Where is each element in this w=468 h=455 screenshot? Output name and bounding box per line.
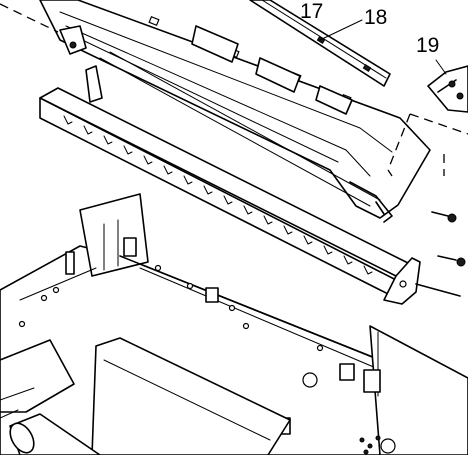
dashed-guide-left — [0, 3, 59, 33]
comb-tray — [39, 51, 461, 305]
callout-17: 17 — [300, 0, 323, 23]
leader-19 — [435, 59, 447, 75]
callout-18: 18 — [364, 6, 387, 29]
leader-18 — [319, 19, 363, 41]
base-chassis — [0, 193, 468, 455]
screws — [431, 211, 466, 267]
dashed-explode-box — [387, 113, 468, 177]
callout-labels: 17 18 19 — [300, 0, 447, 75]
part-bracket-19 — [427, 65, 468, 113]
callout-19: 19 — [416, 34, 439, 57]
part-strip-18 — [249, 0, 391, 87]
top-cover-assembly — [39, 0, 431, 223]
